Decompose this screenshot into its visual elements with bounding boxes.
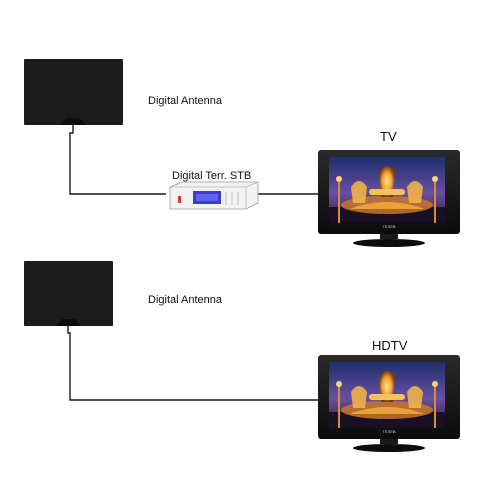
tv-brand-1: ТЕЛЕВ [382, 224, 395, 229]
cable-2 [67, 326, 320, 401]
set-top-box [169, 181, 259, 210]
stb-label: Digital Terr. STB [172, 170, 251, 182]
antenna-label-2: Digital Antenna [148, 294, 223, 306]
antenna-label-1: Digital Antenna [148, 95, 223, 107]
cable-1 [69, 125, 318, 195]
hdtv-label: HDTV [372, 338, 408, 353]
tv-label: TV [380, 129, 397, 144]
antenna-1 [24, 59, 123, 125]
tv-2: ТЕЛЕВ [318, 355, 460, 452]
tv-brand-2: ТЕЛЕВ [382, 429, 395, 434]
tv-1: ТЕЛЕВ [318, 150, 460, 247]
antenna-2 [24, 261, 113, 326]
